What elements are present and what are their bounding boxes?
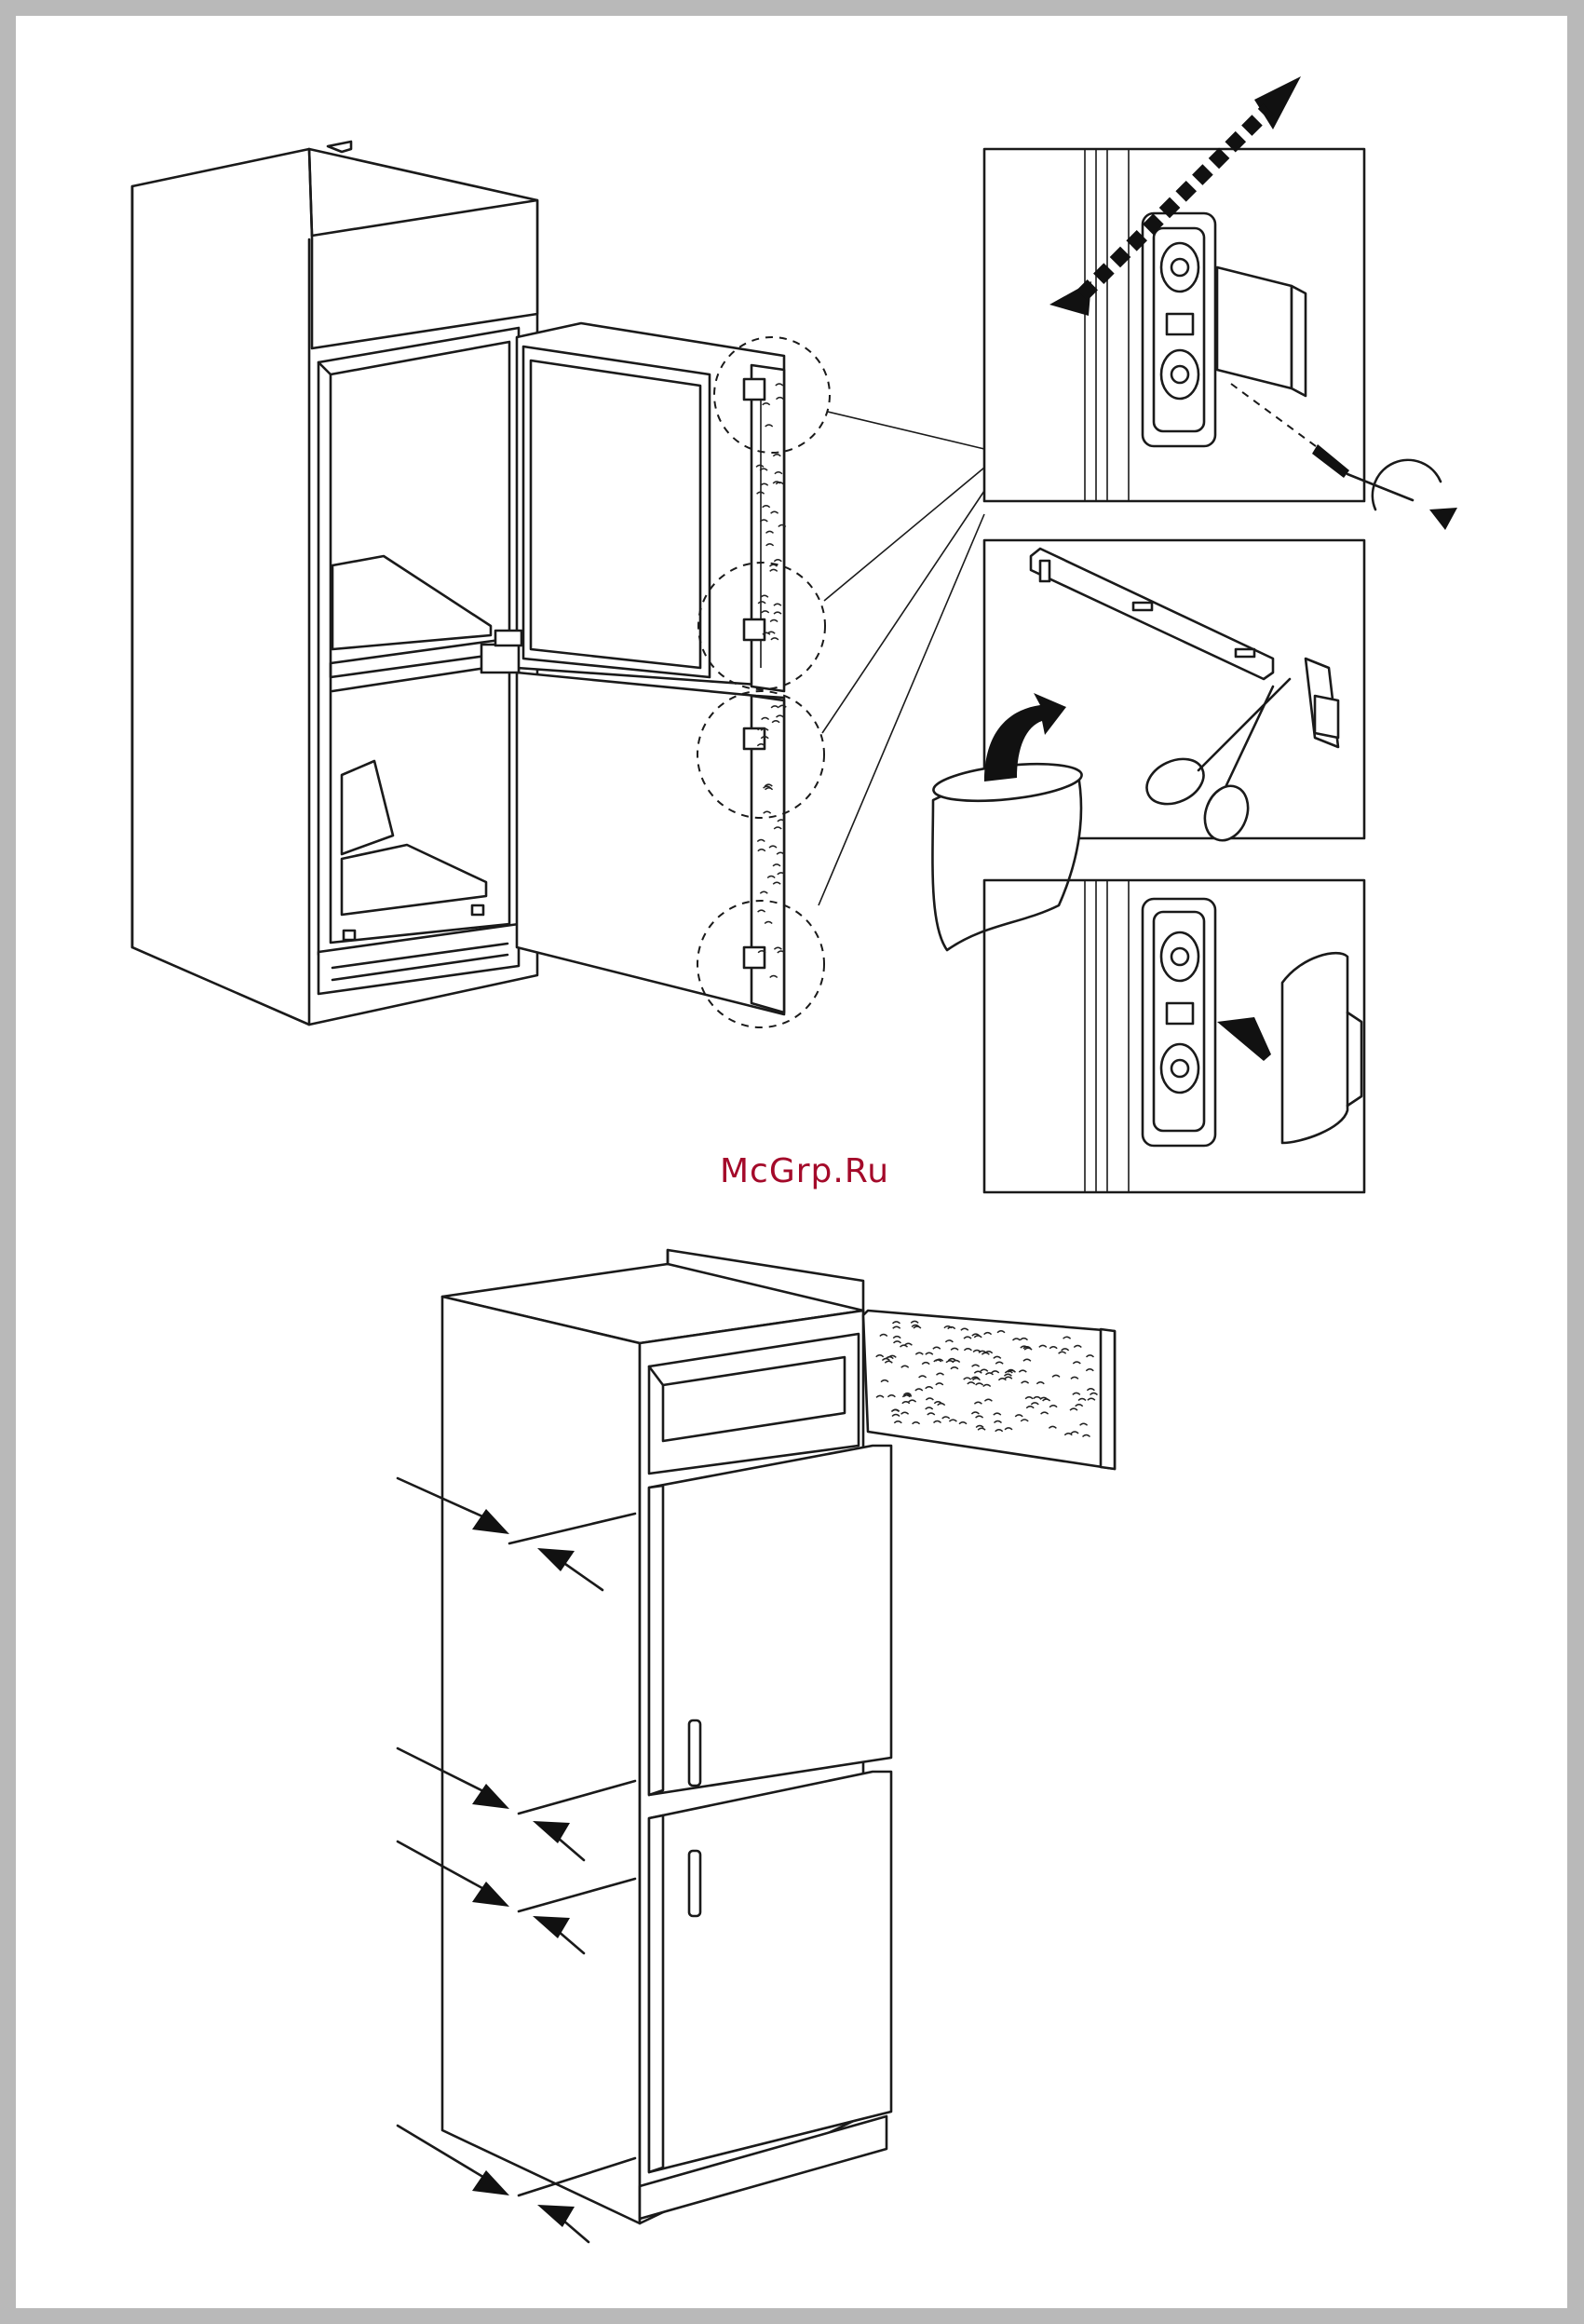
detail-hinge-cover	[984, 880, 1364, 1192]
screwdriver-icon	[1231, 384, 1457, 530]
parts-bag-icon	[932, 693, 1084, 950]
refrigerator-open-doors-icon	[132, 142, 537, 1025]
watermark-text: McGrp.Ru	[720, 1152, 889, 1190]
cabinet-with-panel-icon	[442, 1250, 1115, 2223]
hinge-cover-icon	[1282, 953, 1361, 1143]
detail-cut-bracket	[932, 540, 1364, 950]
detail-hinge-adjust	[984, 76, 1457, 530]
manual-page: McGrp.Ru	[16, 16, 1567, 2308]
upper-door-icon	[517, 323, 784, 691]
scissors-icon	[1140, 679, 1290, 847]
hinge-bracket-icon	[1143, 213, 1306, 446]
